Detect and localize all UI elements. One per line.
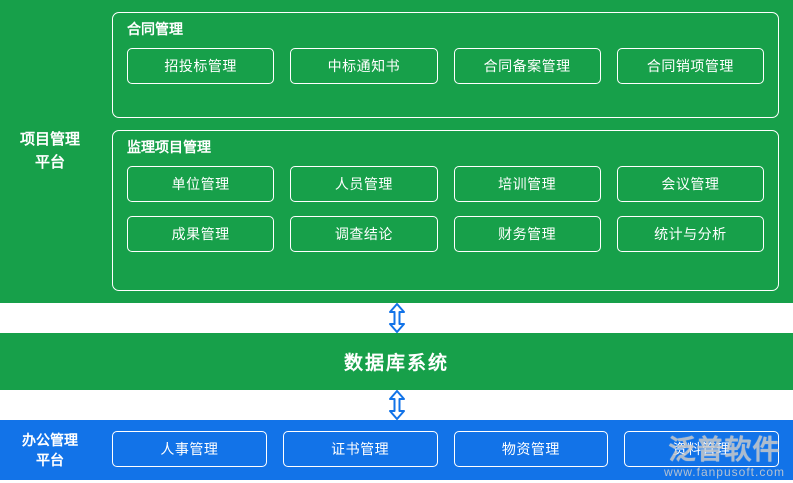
button-training-management[interactable]: 培训管理 [453,165,601,202]
button-material-management[interactable]: 物资管理 [453,431,609,467]
office-label-line1: 办公管理 [22,431,78,448]
button-contract-filing-management[interactable]: 合同备案管理 [453,47,601,84]
double-arrow-up-down-icon [388,303,405,333]
button-hr-management[interactable]: 人事管理 [112,431,267,467]
platform-label: 项目管理 平台 [0,0,100,303]
group-contract-title: 合同管理 [127,21,183,37]
database-system-bar: 数据库系统 [0,333,793,390]
button-achievement-management[interactable]: 成果管理 [127,215,275,252]
platform-content: 合同管理 招投标管理 中标通知书 合同备案管理 合同销项管理 监理项目管理 单位… [100,0,793,303]
group-supervision-title: 监理项目管理 [127,139,211,155]
office-management-platform-block: 办公管理 平台 人事管理 证书管理 物资管理 资料管理 [0,420,793,480]
group-supervision-row-1: 单位管理 人员管理 培训管理 会议管理 [127,165,764,202]
button-survey-conclusion[interactable]: 调查结论 [290,215,438,252]
project-management-platform-block: 项目管理 平台 合同管理 招投标管理 中标通知书 合同备案管理 合同销项管理 监… [0,0,793,303]
office-platform-label: 办公管理 平台 [0,420,100,480]
button-document-management[interactable]: 资料管理 [624,431,779,467]
office-content: 人事管理 证书管理 物资管理 资料管理 [100,420,793,480]
double-arrow-up-down-icon [388,390,405,420]
button-winning-bid-notice[interactable]: 中标通知书 [290,47,438,84]
group-contract-row-1: 招投标管理 中标通知书 合同备案管理 合同销项管理 [127,47,764,84]
office-label-line2: 平台 [36,452,64,468]
button-bidding-management[interactable]: 招投标管理 [127,47,275,84]
group-supervision-row-2: 成果管理 调查结论 财务管理 统计与分析 [127,215,764,252]
platform-label-line1: 项目管理 [19,131,80,148]
group-contract-management: 合同管理 招投标管理 中标通知书 合同备案管理 合同销项管理 [112,12,779,118]
button-finance-management[interactable]: 财务管理 [453,215,601,252]
arrow-platform-database [0,303,793,333]
database-system-label: 数据库系统 [343,353,449,374]
button-contract-output-management[interactable]: 合同销项管理 [616,47,764,84]
arrow-database-office [0,390,793,420]
button-certificate-management[interactable]: 证书管理 [282,431,438,467]
button-meeting-management[interactable]: 会议管理 [616,165,764,202]
button-statistics-and-analysis[interactable]: 统计与分析 [616,215,764,252]
office-button-row: 人事管理 证书管理 物资管理 资料管理 [112,431,779,467]
button-unit-management[interactable]: 单位管理 [127,165,275,202]
group-supervision-project-management: 监理项目管理 单位管理 人员管理 培训管理 会议管理 成果管理 调查结论 财务管… [112,130,779,291]
platform-label-line2: 平台 [34,153,65,171]
button-personnel-management[interactable]: 人员管理 [290,165,438,202]
